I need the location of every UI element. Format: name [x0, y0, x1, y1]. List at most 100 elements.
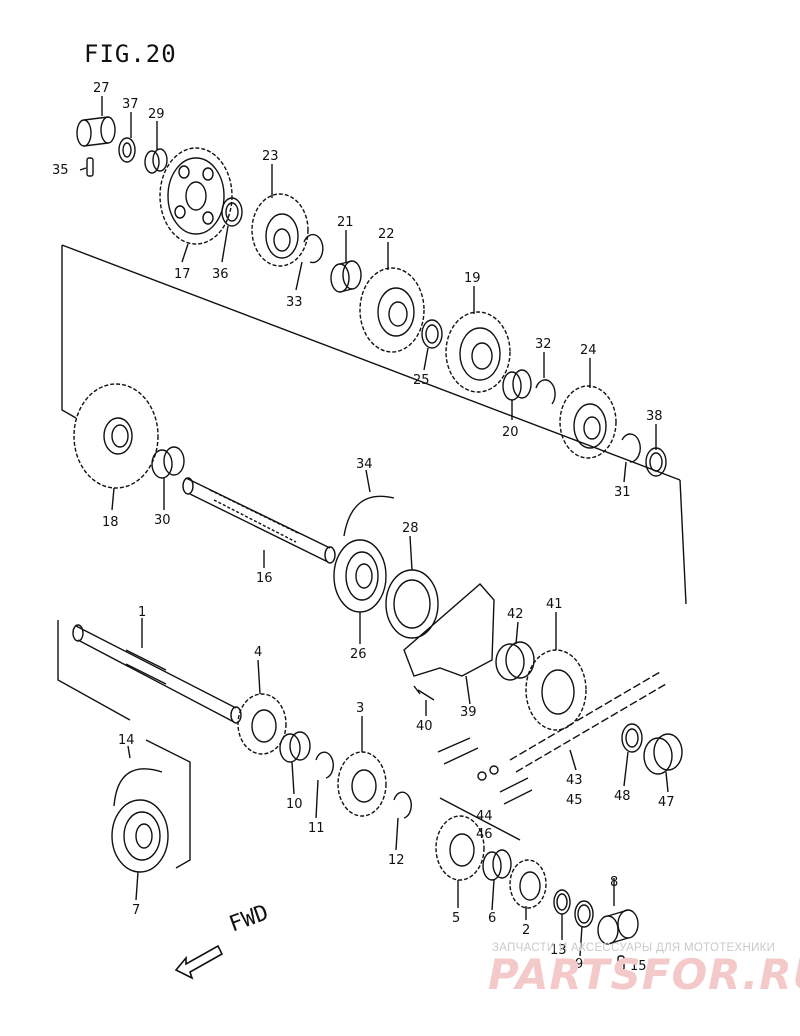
label-33: 33: [286, 295, 303, 310]
label-20: 20: [502, 425, 519, 440]
label-24: 24: [580, 343, 597, 358]
label-42: 42: [507, 607, 524, 622]
part-35-pin: [86, 157, 94, 177]
part-36-washer: [221, 197, 243, 227]
part-32-circlip: [535, 379, 556, 405]
label-12: 12: [388, 853, 405, 868]
label-39: 39: [460, 705, 477, 720]
label-2: 2: [522, 923, 530, 938]
part-34-circlip: [343, 495, 395, 537]
part-38-washer: [645, 447, 667, 477]
label-35: 35: [52, 163, 69, 178]
part-14-circlip: [113, 768, 163, 807]
label-11: 11: [308, 821, 325, 836]
label-17: 17: [174, 267, 191, 282]
label-28: 28: [402, 521, 419, 536]
part-1-mainshaft: [72, 624, 242, 724]
label-25: 25: [413, 373, 430, 388]
part-19-gear: [445, 311, 511, 393]
label-32: 32: [535, 337, 552, 352]
figure-title: FIG.20: [84, 40, 177, 68]
label-45: 45: [566, 793, 583, 808]
part-labels: 27 37 29 35 17 36 23 33 21 22 19 25 20 3…: [52, 81, 675, 974]
label-29: 29: [148, 107, 165, 122]
group-line-right-upper: [679, 479, 687, 605]
part-43-chain: [509, 671, 667, 773]
part-7-bearing: [111, 799, 169, 873]
label-1: 1: [138, 605, 146, 620]
part-22-gear: [359, 267, 425, 353]
label-15: 15: [630, 959, 647, 974]
part-48-oring: [621, 723, 643, 753]
part-29-bushing: [144, 148, 168, 174]
group-line-diagonal-upper: [61, 244, 681, 481]
label-14: 14: [118, 733, 135, 748]
label-22: 22: [378, 227, 395, 242]
label-19: 19: [464, 271, 481, 286]
label-8: 8: [610, 875, 618, 890]
part-25-washer: [421, 319, 443, 349]
watermark-brand: PARTSFOR.RU: [488, 950, 800, 999]
part-8-cap: [597, 909, 639, 945]
fwd-arrow: [174, 944, 224, 980]
part-41-sprocket: [525, 649, 587, 731]
part-16-countershaft: [182, 477, 336, 564]
label-26: 26: [350, 647, 367, 662]
part-23-gear: [251, 193, 309, 267]
part-44-chain-joint: [437, 737, 533, 805]
label-4: 4: [254, 645, 262, 660]
group-bracket-bearing: [145, 739, 191, 869]
part-24-gear: [559, 385, 617, 459]
label-6: 6: [488, 911, 496, 926]
part-9-washer: [574, 900, 594, 928]
label-41: 41: [546, 597, 563, 612]
label-38: 38: [646, 409, 663, 424]
label-46: 46: [476, 827, 493, 842]
part-30-bushing: [151, 446, 185, 479]
label-43: 43: [566, 773, 583, 788]
watermark-caption: ЗАПЧАСТИ И АКСЕССУАРЫ ДЛЯ МОТОТЕХНИКИ: [492, 942, 776, 954]
part-17-gear: [159, 147, 233, 245]
part-12-circlip: [393, 791, 412, 819]
part-13-washer: [553, 889, 571, 915]
label-16: 16: [256, 571, 273, 586]
label-36: 36: [212, 267, 229, 282]
label-7: 7: [132, 903, 140, 918]
label-5: 5: [452, 911, 460, 926]
part-47-spacer: [643, 733, 683, 775]
label-9: 9: [575, 957, 583, 972]
part-18-gear: [73, 383, 159, 489]
label-13: 13: [550, 943, 567, 958]
part-6-bushing: [482, 849, 512, 881]
label-40: 40: [416, 719, 433, 734]
part-3-gear: [337, 751, 387, 817]
label-47: 47: [658, 795, 675, 810]
label-37: 37: [122, 97, 139, 112]
label-27: 27: [93, 81, 110, 96]
part-11-circlip: [315, 751, 334, 779]
part-27-needle-bearing: [76, 116, 116, 147]
part-21-bushing: [330, 260, 362, 293]
part-37-washer: [118, 137, 136, 163]
part-15-pin: [617, 955, 625, 971]
label-48: 48: [614, 789, 631, 804]
label-10: 10: [286, 797, 303, 812]
part-42-spacer: [495, 641, 535, 681]
label-18: 18: [102, 515, 119, 530]
label-3: 3: [356, 701, 364, 716]
part-10-bushing: [279, 731, 311, 763]
label-34: 34: [356, 457, 373, 472]
label-30: 30: [154, 513, 171, 528]
part-31-circlip: [621, 433, 641, 463]
label-31: 31: [614, 485, 631, 500]
part-20-bushing: [502, 369, 532, 401]
part-2-gear: [509, 859, 547, 909]
part-26-bearing: [333, 539, 387, 613]
part-40-bolt: [413, 685, 435, 701]
part-4-gear: [237, 693, 287, 755]
label-44: 44: [476, 809, 493, 824]
label-23: 23: [262, 149, 279, 164]
group-bracket-lower: [57, 620, 131, 721]
